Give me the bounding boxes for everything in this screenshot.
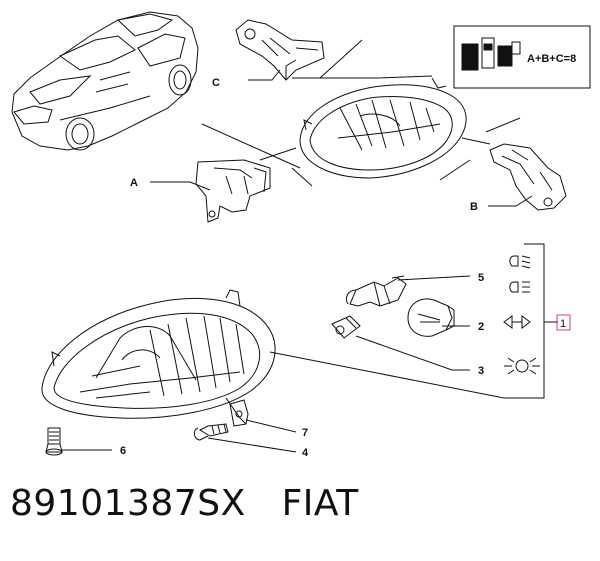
label-7: 7 bbox=[302, 427, 308, 439]
label-4: 4 bbox=[302, 447, 309, 459]
label-a: A bbox=[130, 177, 138, 189]
reference-box bbox=[556, 314, 571, 331]
label-c: C bbox=[212, 77, 220, 89]
bulb-5-icon bbox=[345, 275, 407, 307]
bulb-2-icon bbox=[407, 298, 455, 337]
label-2: 2 bbox=[478, 321, 484, 333]
part-number-caption: 89101387SX FIAT bbox=[10, 486, 359, 522]
screw-4 bbox=[193, 423, 229, 441]
label-1: 1 bbox=[560, 318, 566, 330]
high-beam-icon bbox=[509, 281, 530, 293]
label-5: 5 bbox=[478, 272, 484, 284]
bracket-c bbox=[235, 19, 325, 81]
car-illustration bbox=[11, 11, 199, 151]
bracket-a bbox=[195, 159, 271, 223]
kit-box bbox=[453, 25, 591, 89]
part-number: 89101387SX bbox=[10, 483, 246, 524]
label-6: 6 bbox=[120, 445, 126, 457]
kit-boxes-icon bbox=[461, 37, 521, 71]
label-3: 3 bbox=[478, 365, 484, 377]
kit-formula: A+B+C=8 bbox=[527, 53, 576, 65]
screw-6 bbox=[45, 427, 63, 456]
brand-name: FIAT bbox=[281, 483, 359, 524]
bracket-b bbox=[489, 143, 567, 211]
bulb-3-icon bbox=[331, 315, 361, 339]
clip-7 bbox=[229, 399, 249, 427]
headlamp-large bbox=[41, 289, 276, 425]
direction-indicator-icon bbox=[503, 315, 531, 329]
low-beam-icon bbox=[509, 255, 531, 269]
parking-light-icon bbox=[504, 357, 540, 375]
headlamp-small bbox=[299, 77, 467, 179]
label-b: B bbox=[470, 201, 478, 213]
